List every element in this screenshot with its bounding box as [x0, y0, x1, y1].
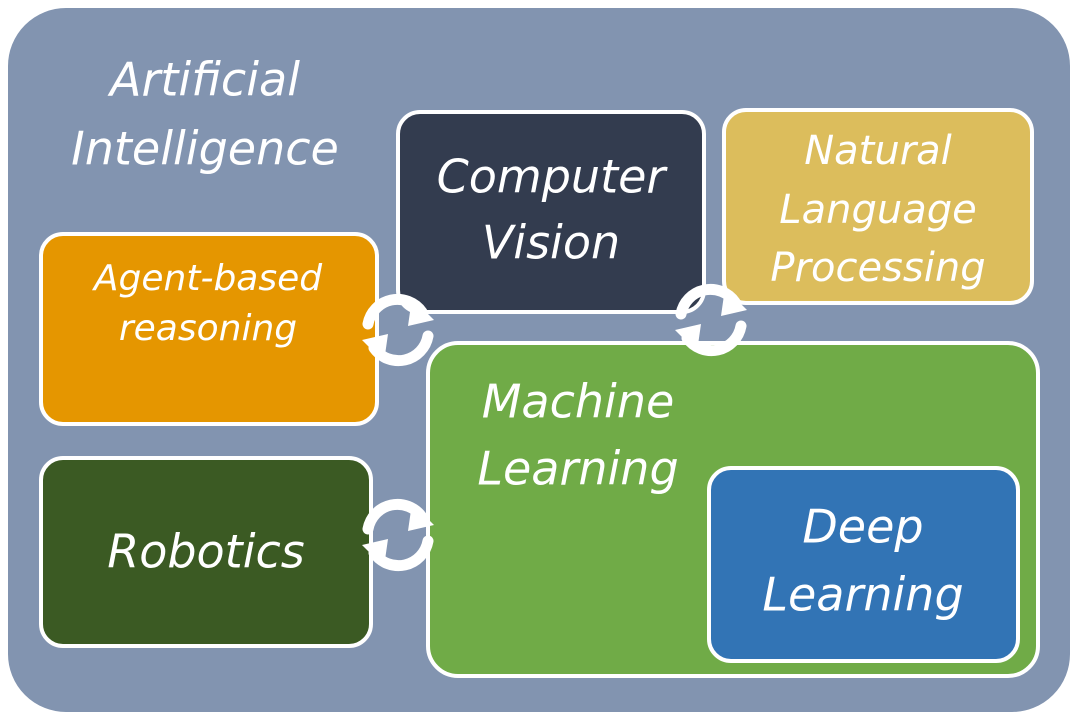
box-agent-based-reasoning: Agent-based reasoning — [39, 232, 379, 426]
dl-line-1: Deep — [802, 500, 923, 554]
cycle-arrows-icon — [675, 283, 747, 357]
ml-line-1: Machine — [482, 375, 675, 429]
nlp-line-3: Processing — [770, 245, 985, 291]
ai-label-line-1: Artificial — [107, 53, 300, 107]
nlp-line-2: Language — [779, 187, 976, 233]
robotics-label: Robotics — [107, 525, 305, 579]
box-robotics: Robotics — [39, 456, 373, 648]
box-nlp: Natural Language Processing — [722, 108, 1034, 305]
computer-vision-line-2: Vision — [482, 216, 620, 270]
agent-line-2: reasoning — [119, 308, 297, 349]
agent-line-1: Agent-based — [92, 258, 323, 299]
computer-vision-line-1: Computer — [437, 150, 669, 204]
cycle-arrows-icon — [362, 498, 434, 572]
nlp-line-1: Natural — [804, 128, 952, 174]
box-computer-vision: Computer Vision — [396, 110, 706, 314]
cycle-arrows-icon — [362, 293, 434, 367]
box-deep-learning: Deep Learning — [707, 466, 1020, 663]
ai-label-line-2: Intelligence — [71, 122, 339, 176]
dl-line-2: Learning — [762, 568, 963, 622]
ml-line-2: Learning — [477, 442, 678, 496]
